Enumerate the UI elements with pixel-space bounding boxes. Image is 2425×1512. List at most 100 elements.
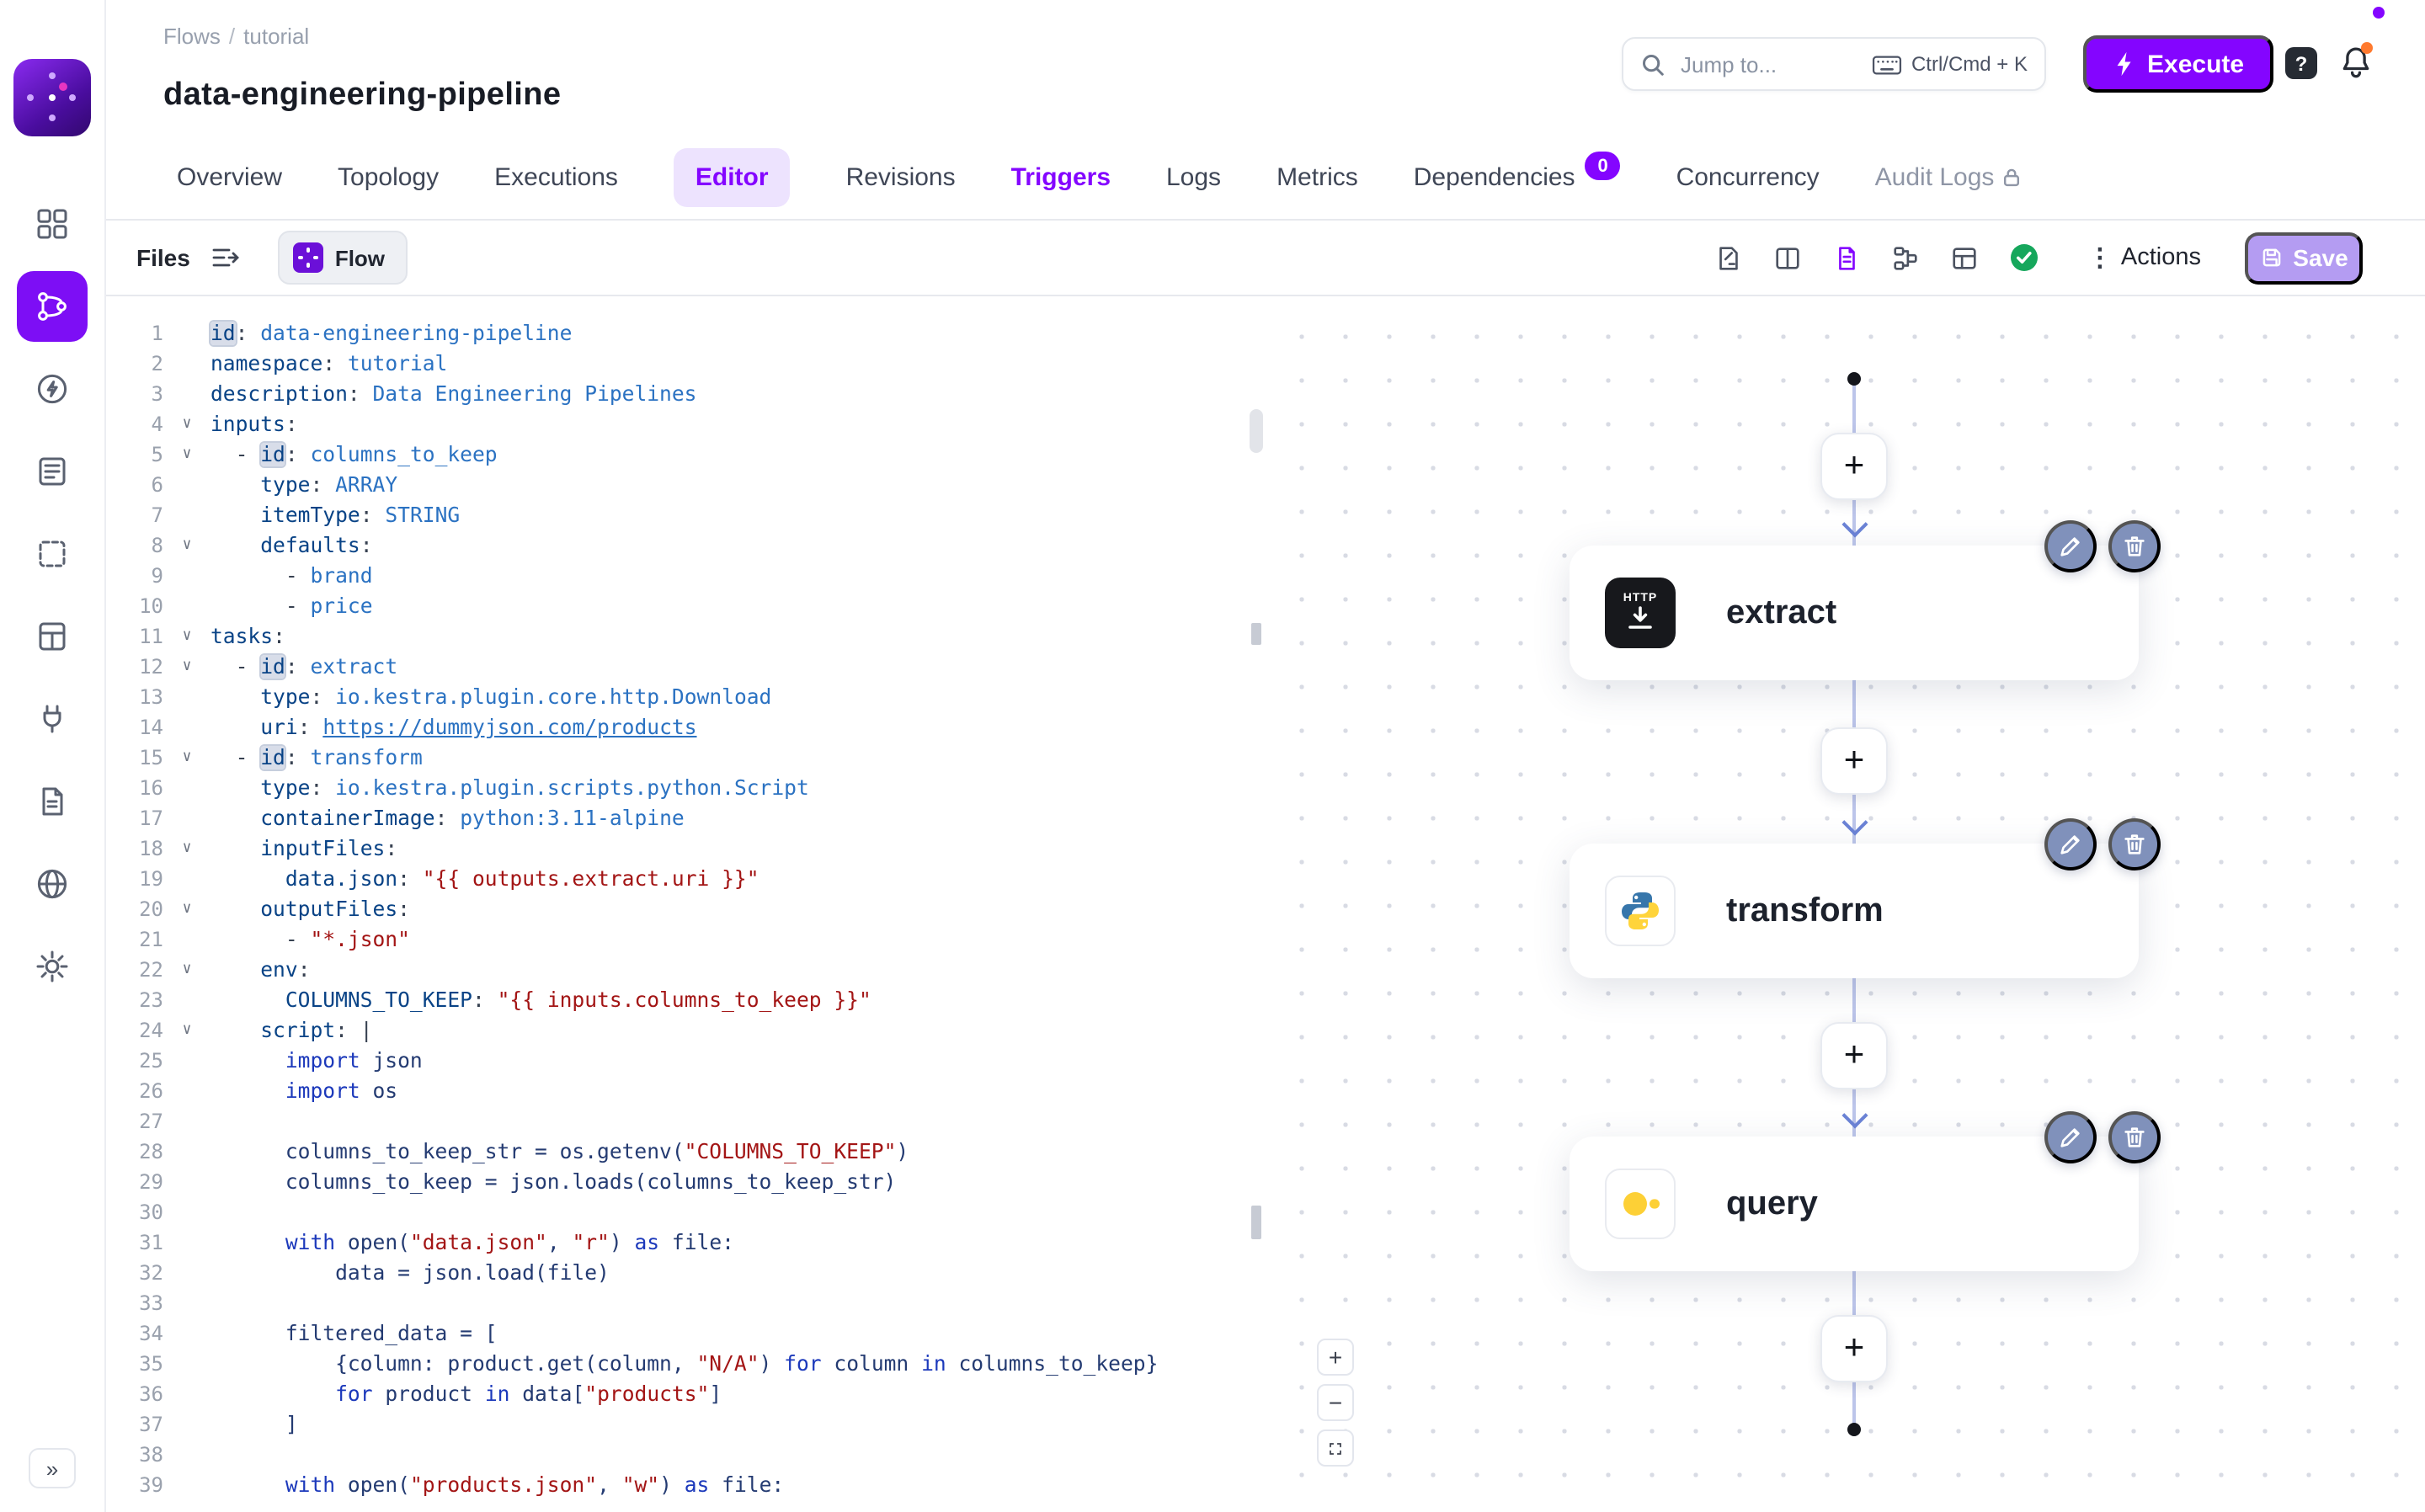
- delete-task-button[interactable]: [2108, 520, 2161, 572]
- fold-chevron-icon[interactable]: ∨: [182, 961, 192, 978]
- code-line[interactable]: 4∨inputs:: [104, 409, 1265, 439]
- sidebar-item-blueprints[interactable]: [17, 601, 88, 672]
- code-line[interactable]: 37 ]: [104, 1409, 1265, 1440]
- tab-overview[interactable]: Overview: [177, 163, 283, 192]
- fold-chevron-icon[interactable]: ∨: [182, 628, 192, 645]
- breadcrumb-namespace[interactable]: tutorial: [243, 24, 310, 49]
- code-line[interactable]: 20∨ outputFiles:: [104, 894, 1265, 924]
- sidebar-item-instance[interactable]: [17, 849, 88, 919]
- sidebar-collapse-button[interactable]: »: [29, 1448, 76, 1488]
- code-line[interactable]: 12∨ - id: extract: [104, 652, 1265, 682]
- code-line[interactable]: 38: [104, 1440, 1265, 1470]
- execute-button[interactable]: Execute: [2083, 35, 2273, 93]
- code-line[interactable]: 15∨ - id: transform: [104, 743, 1265, 773]
- edit-task-button[interactable]: [2044, 1111, 2097, 1163]
- tab-executions[interactable]: Executions: [494, 163, 618, 192]
- sidebar-item-settings[interactable]: [17, 931, 88, 1002]
- file-tab-flow[interactable]: Flow: [277, 231, 408, 285]
- code-line[interactable]: 36 for product in data["products"]: [104, 1379, 1265, 1409]
- save-button[interactable]: Save: [2245, 232, 2363, 284]
- source-doc-view-icon[interactable]: [1833, 243, 1862, 272]
- code-line[interactable]: 8∨ defaults:: [104, 530, 1265, 561]
- code-line[interactable]: 9 - brand: [104, 561, 1265, 591]
- zoom-out-button[interactable]: −: [1317, 1384, 1354, 1421]
- delete-task-button[interactable]: [2108, 1111, 2161, 1163]
- code-line[interactable]: 14 uri: https://dummyjson.com/products: [104, 712, 1265, 743]
- tab-logs[interactable]: Logs: [1166, 163, 1222, 192]
- sidebar-item-plugins[interactable]: [17, 684, 88, 754]
- edit-task-button[interactable]: [2044, 818, 2097, 870]
- code-line[interactable]: 27: [104, 1106, 1265, 1137]
- code-line[interactable]: 18∨ inputFiles:: [104, 833, 1265, 864]
- tab-concurrency[interactable]: Concurrency: [1676, 163, 1820, 192]
- code-line[interactable]: 19 data.json: "{{ outputs.extract.uri }}…: [104, 864, 1265, 894]
- add-task-button[interactable]: +: [1820, 727, 1888, 795]
- code-line[interactable]: 5∨ - id: columns_to_keep: [104, 439, 1265, 470]
- fold-chevron-icon[interactable]: ∨: [182, 658, 192, 675]
- jump-to-search[interactable]: Ctrl/Cmd + K: [1622, 37, 2046, 91]
- task-node-query[interactable]: query: [1570, 1137, 2139, 1271]
- code-line[interactable]: 22∨ env:: [104, 955, 1265, 985]
- task-node-extract[interactable]: HTTP extract: [1570, 546, 2139, 680]
- code-line[interactable]: 32 data = json.load(file): [104, 1258, 1265, 1288]
- fold-chevron-icon[interactable]: ∨: [182, 840, 192, 857]
- fold-chevron-icon[interactable]: ∨: [182, 901, 192, 918]
- search-input[interactable]: [1677, 50, 1859, 78]
- add-task-button[interactable]: +: [1820, 1315, 1888, 1382]
- sidebar-item-logs[interactable]: [17, 436, 88, 507]
- sidebar-item-flows[interactable]: [17, 271, 88, 342]
- tab-triggers[interactable]: Triggers: [1010, 163, 1111, 192]
- topology-pane[interactable]: + + + + HTTP extract transform: [1265, 296, 2425, 1512]
- help-button[interactable]: ?: [2285, 47, 2317, 79]
- code-line[interactable]: 33: [104, 1288, 1265, 1318]
- code-line[interactable]: 13 type: io.kestra.plugin.core.http.Down…: [104, 682, 1265, 712]
- fold-chevron-icon[interactable]: ∨: [182, 1022, 192, 1039]
- editor-scrollbar-thumb[interactable]: [1250, 409, 1263, 453]
- sidebar-item-executions[interactable]: [17, 354, 88, 424]
- code-line[interactable]: 39 with open("products.json", "w") as fi…: [104, 1470, 1265, 1500]
- code-line[interactable]: 34 filtered_data = [: [104, 1318, 1265, 1349]
- kestra-logo[interactable]: [13, 59, 91, 136]
- tab-metrics[interactable]: Metrics: [1276, 163, 1358, 192]
- code-line[interactable]: 11∨tasks:: [104, 621, 1265, 652]
- code-line[interactable]: 29 columns_to_keep = json.loads(columns_…: [104, 1167, 1265, 1197]
- sidebar-item-docs[interactable]: [17, 766, 88, 837]
- fold-chevron-icon[interactable]: ∨: [182, 416, 192, 433]
- code-line[interactable]: 30: [104, 1197, 1265, 1227]
- delete-task-button[interactable]: [2108, 818, 2161, 870]
- edit-task-button[interactable]: [2044, 520, 2097, 572]
- add-task-button[interactable]: +: [1820, 433, 1888, 500]
- zoom-in-button[interactable]: +: [1317, 1339, 1354, 1376]
- breadcrumb-flows[interactable]: Flows: [163, 24, 221, 49]
- code-line[interactable]: 16 type: io.kestra.plugin.scripts.python…: [104, 773, 1265, 803]
- sidebar-item-namespaces[interactable]: [17, 519, 88, 589]
- code-line[interactable]: 28 columns_to_keep_str = os.getenv("COLU…: [104, 1137, 1265, 1167]
- files-panel-toggle-icon[interactable]: [211, 244, 241, 271]
- source-view-icon[interactable]: [1715, 243, 1744, 272]
- code-line[interactable]: 17 containerImage: python:3.11-alpine: [104, 803, 1265, 833]
- files-label[interactable]: Files: [136, 244, 190, 271]
- code-line[interactable]: 7 itemType: STRING: [104, 500, 1265, 530]
- source-blueprints-view-icon[interactable]: [1951, 243, 1980, 272]
- code-line[interactable]: 31 with open("data.json", "r") as file:: [104, 1227, 1265, 1258]
- code-line[interactable]: 23 COLUMNS_TO_KEEP: "{{ inputs.columns_t…: [104, 985, 1265, 1015]
- actions-menu[interactable]: ⋮ Actions: [2087, 244, 2201, 273]
- doc-panel-icon[interactable]: [1774, 243, 1803, 272]
- fold-chevron-icon[interactable]: ∨: [182, 446, 192, 463]
- code-line[interactable]: 10 - price: [104, 591, 1265, 621]
- source-topology-view-icon[interactable]: [1892, 243, 1921, 272]
- fold-chevron-icon[interactable]: ∨: [182, 749, 192, 766]
- code-line[interactable]: 6 type: ARRAY: [104, 470, 1265, 500]
- task-node-transform[interactable]: transform: [1570, 844, 2139, 978]
- fold-chevron-icon[interactable]: ∨: [182, 537, 192, 554]
- code-line[interactable]: 25 import json: [104, 1046, 1265, 1076]
- tab-topology[interactable]: Topology: [338, 163, 440, 192]
- tab-revisions[interactable]: Revisions: [845, 163, 956, 192]
- tab-editor[interactable]: Editor: [673, 148, 791, 207]
- code-line[interactable]: 35 {column: product.get(column, "N/A") f…: [104, 1349, 1265, 1379]
- add-task-button[interactable]: +: [1820, 1022, 1888, 1089]
